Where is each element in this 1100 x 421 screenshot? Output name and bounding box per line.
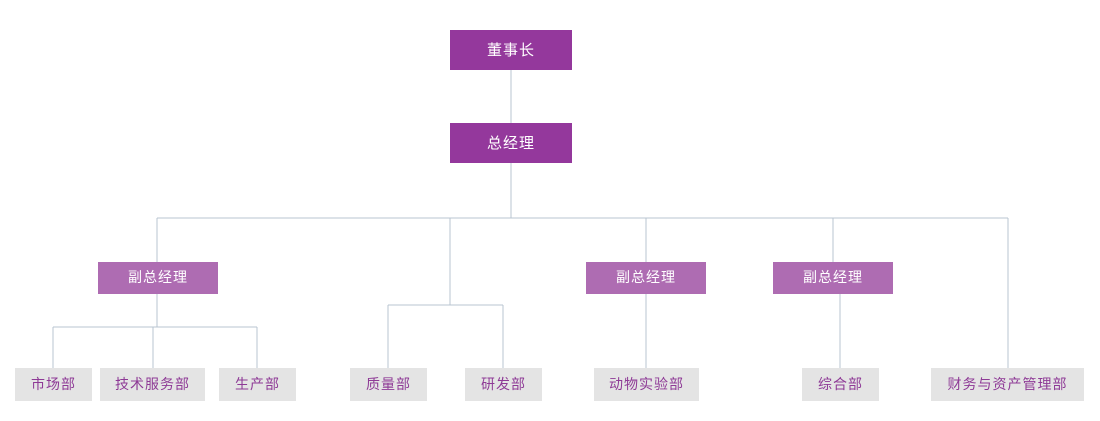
org-node-gm[interactable]: 总经理 bbox=[450, 123, 572, 163]
org-node-label: 财务与资产管理部 bbox=[947, 376, 1068, 393]
org-node-label: 副总经理 bbox=[616, 270, 676, 286]
org-node-market[interactable]: 市场部 bbox=[15, 368, 92, 401]
org-node-label: 动物实验部 bbox=[609, 376, 684, 393]
org-node-label: 质量部 bbox=[366, 376, 411, 393]
org-node-label: 技术服务部 bbox=[115, 376, 190, 393]
org-node-label: 副总经理 bbox=[128, 270, 188, 286]
org-node-general[interactable]: 综合部 bbox=[802, 368, 879, 401]
org-node-label: 副总经理 bbox=[803, 270, 863, 286]
org-node-production[interactable]: 生产部 bbox=[219, 368, 296, 401]
org-node-quality[interactable]: 质量部 bbox=[350, 368, 427, 401]
org-node-finance[interactable]: 财务与资产管理部 bbox=[931, 368, 1084, 401]
org-node-dgm1[interactable]: 副总经理 bbox=[98, 262, 218, 294]
org-node-label: 董事长 bbox=[486, 40, 535, 59]
org-node-animallab[interactable]: 动物实验部 bbox=[594, 368, 699, 401]
org-node-dgm3[interactable]: 副总经理 bbox=[773, 262, 893, 294]
org-node-label: 总经理 bbox=[486, 133, 535, 152]
org-node-label: 综合部 bbox=[818, 376, 863, 393]
org-node-label: 市场部 bbox=[31, 376, 76, 393]
org-node-chairman[interactable]: 董事长 bbox=[450, 30, 572, 70]
org-node-rnd[interactable]: 研发部 bbox=[465, 368, 542, 401]
org-node-dgm2[interactable]: 副总经理 bbox=[586, 262, 706, 294]
org-node-label: 研发部 bbox=[481, 376, 526, 393]
org-node-techserv[interactable]: 技术服务部 bbox=[100, 368, 205, 401]
org-node-label: 生产部 bbox=[235, 376, 280, 393]
